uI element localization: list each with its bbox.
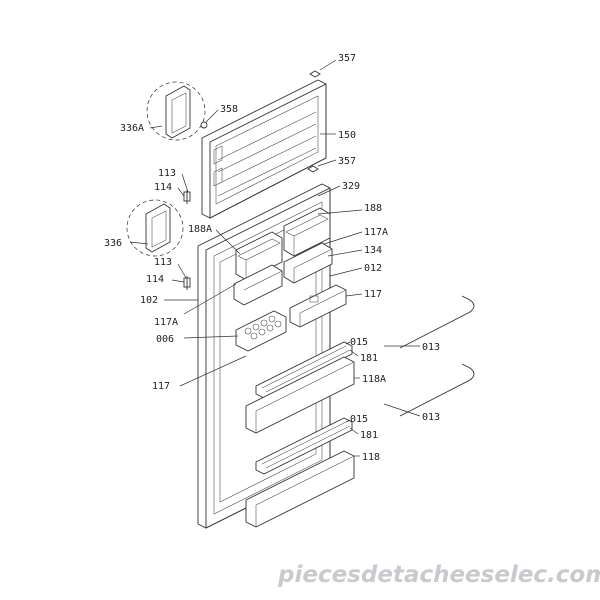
shelf-134	[283, 242, 333, 284]
label-114-upper: 114	[154, 182, 172, 193]
watermark-text: piecesdetacheeselec.com	[277, 562, 600, 588]
leader-lines	[129, 59, 421, 457]
bottle-rail-181-upper	[255, 341, 353, 399]
label-358: 358	[220, 104, 238, 115]
label-113-lower: 113	[154, 257, 172, 268]
label-150: 150	[338, 130, 356, 141]
label-015-upper: 015	[350, 337, 368, 348]
dairy-shelf-188A	[235, 231, 283, 281]
retaining-wire-013-upper	[399, 295, 475, 349]
label-329: 329	[342, 181, 360, 192]
label-013-lower: 013	[422, 412, 440, 423]
hinge-pin-357-mid	[307, 165, 319, 173]
label-357-mid: 357	[338, 156, 356, 167]
label-336A: 336A	[120, 123, 144, 134]
label-117A-lower: 117A	[154, 317, 178, 328]
label-012: 012	[364, 263, 382, 274]
shelf-012	[233, 264, 283, 306]
label-118: 118	[362, 452, 380, 463]
egg-tray-006	[235, 310, 287, 352]
gasket-336-detail	[126, 199, 184, 257]
label-181-upper: 181	[360, 353, 378, 364]
hinge-113-114-upper	[183, 190, 191, 204]
balcony-118A	[245, 356, 355, 434]
small-balcony-117-upper	[289, 284, 347, 328]
label-117-upper: 117	[364, 289, 382, 300]
label-015-lower: 015	[350, 414, 368, 425]
part-labels: 357 358 336A 150 357 113 114 329 188 188…	[104, 53, 440, 463]
label-336: 336	[104, 238, 122, 249]
label-188: 188	[364, 203, 382, 214]
label-181-lower: 181	[360, 430, 378, 441]
bottle-rail-181-lower	[255, 417, 353, 475]
label-117-lower: 117	[152, 381, 170, 392]
label-013-upper: 013	[422, 342, 440, 353]
label-006: 006	[156, 334, 174, 345]
freezer-door	[201, 79, 327, 219]
label-118A: 118A	[362, 374, 386, 385]
label-357-top: 357	[338, 53, 356, 64]
label-134: 134	[364, 245, 382, 256]
label-114-lower: 114	[146, 274, 164, 285]
retaining-wire-013-lower	[399, 363, 475, 417]
label-113-upper: 113	[158, 168, 176, 179]
label-102: 102	[140, 295, 158, 306]
hinge-pin-357-top	[309, 70, 321, 78]
dairy-shelf-188	[283, 207, 331, 257]
hinge-cap-358	[200, 121, 208, 129]
label-117A-upper: 117A	[364, 227, 388, 238]
hinge-113-114-lower	[183, 276, 191, 290]
balcony-118	[245, 450, 355, 528]
label-188A: 188A	[188, 224, 212, 235]
gasket-336A-detail	[146, 81, 206, 141]
